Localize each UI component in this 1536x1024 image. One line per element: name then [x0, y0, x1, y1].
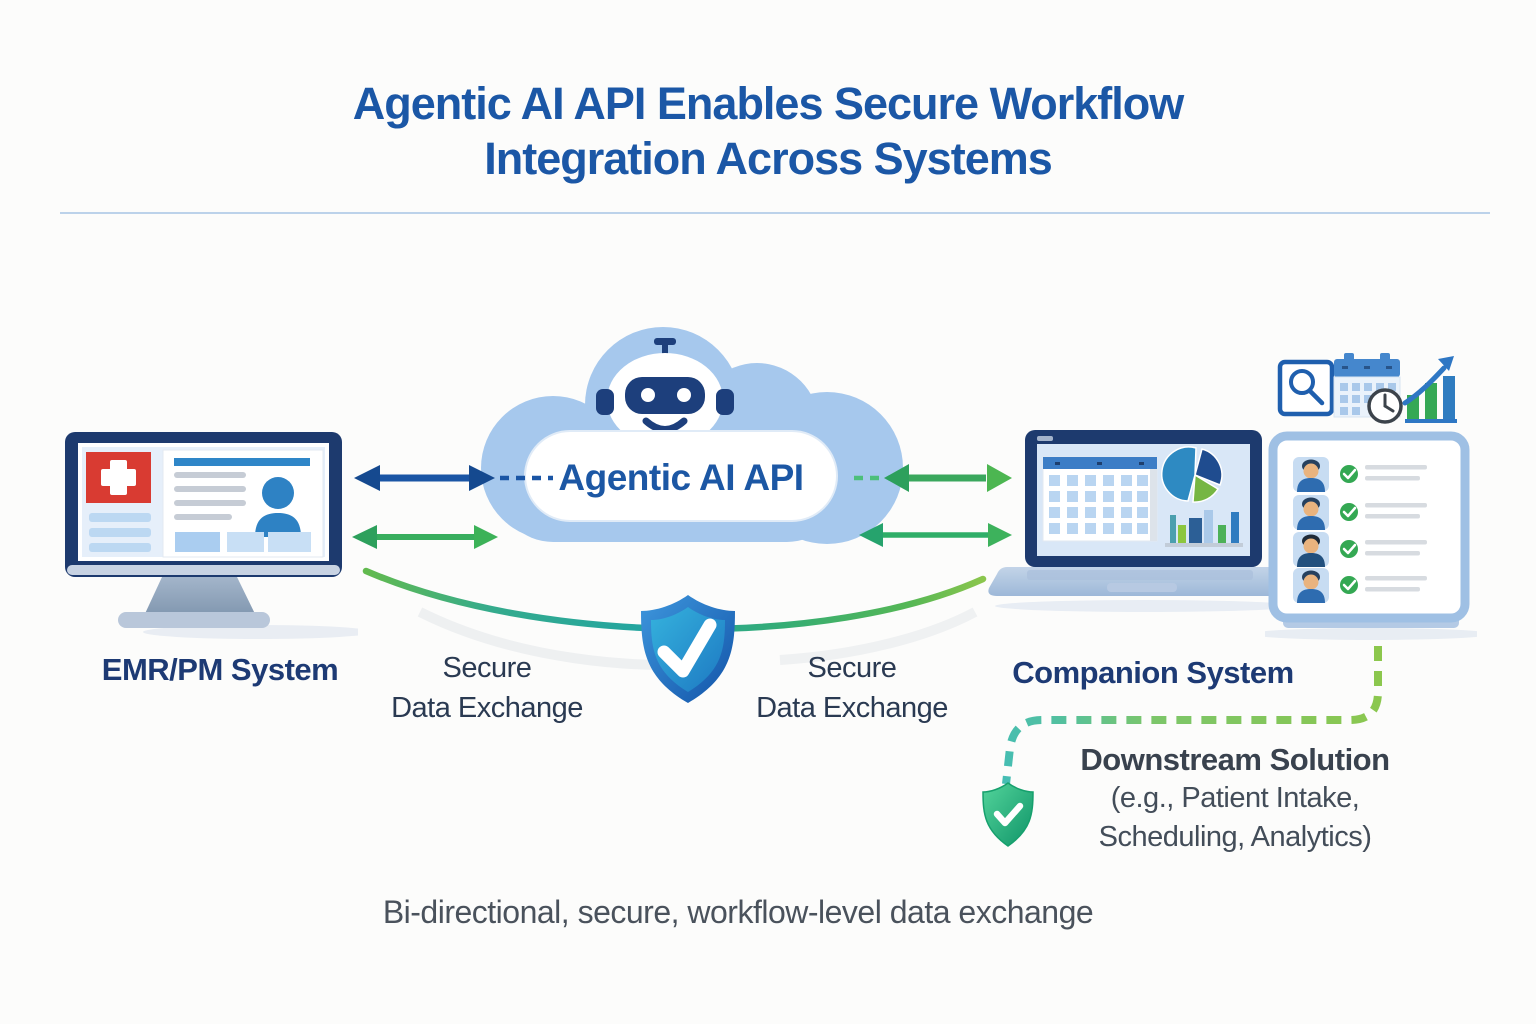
monitor-stand: [143, 577, 257, 618]
agentic-cloud: [481, 327, 903, 544]
secure-right-line2: Data Exchange: [756, 692, 948, 724]
page-title: Agentic AI API Enables Secure Workflow I…: [0, 76, 1536, 186]
calendar-grid-icon: [1042, 456, 1158, 542]
robot-ear-right: [716, 389, 734, 415]
downstream-title: Downstream Solution: [1080, 742, 1390, 777]
downstream-dashed-route: [1002, 646, 1382, 785]
checkmark: [993, 802, 1024, 827]
downstream-line2: (e.g., Patient Intake,: [1110, 782, 1360, 814]
robot-smile: [642, 417, 688, 433]
title-line-2: Integration Across Systems: [484, 133, 1053, 184]
bidirectional-arrow-icon-blue: [354, 465, 553, 491]
emr-monitor-illustration: [65, 432, 358, 639]
companion-tablet-illustration: [1265, 431, 1477, 640]
checklist-row: [1293, 532, 1427, 567]
title-line-1: Agentic AI API Enables Secure Workflow: [352, 78, 1185, 129]
laptop-shadow: [995, 600, 1295, 612]
api-node-label: Agentic AI API: [558, 457, 804, 498]
tablet-shadow: [1265, 628, 1477, 640]
laptop-keyboard: [1027, 570, 1253, 580]
monitor-base: [118, 612, 270, 628]
secure-exchange-label-left: Secure Data Exchange: [377, 648, 597, 728]
secure-left-line1: Secure: [442, 652, 532, 684]
downstream-line3: Scheduling, Analytics): [1098, 821, 1372, 853]
check-circle-icon: [1338, 501, 1360, 523]
robot-visor: [625, 377, 705, 414]
medical-cross-icon: [86, 452, 151, 503]
check-circle-icon: [1338, 574, 1360, 596]
title-divider: [60, 212, 1490, 214]
checklist-row: [1293, 495, 1427, 530]
sidebar-bar: [89, 513, 151, 522]
shield-outer: [982, 782, 1034, 847]
monitor-shadow: [143, 625, 358, 639]
secure-left-line2: Data Exchange: [391, 692, 583, 724]
secure-right-line1: Secure: [807, 652, 897, 684]
sidebar-bar: [89, 543, 151, 552]
growth-chart-icon: [1402, 356, 1457, 423]
shield-check-icon: [641, 595, 735, 703]
companion-node-label: Companion System: [1012, 655, 1294, 690]
downstream-solution-label: Downstream Solution (e.g., Patient Intak…: [1035, 740, 1435, 857]
search-icon: [1277, 359, 1335, 417]
monitor-chin: [67, 565, 340, 575]
bidirectional-arrow-icon-green-right-top: [854, 464, 1012, 492]
companion-laptop-illustration: [988, 430, 1295, 612]
laptop-camera: [1037, 436, 1053, 441]
curve-shadow: [779, 607, 978, 665]
checklist-row: [1293, 457, 1427, 492]
shield-check-green-icon: [982, 782, 1034, 847]
check-circle-icon: [1338, 538, 1360, 560]
check-circle-icon: [1338, 463, 1360, 485]
bar-chart-icon: [1165, 510, 1243, 547]
checklist-row: [1293, 568, 1427, 603]
laptop-touchpad: [1107, 583, 1177, 592]
patient-record-card: [162, 449, 324, 558]
sidebar-bar: [89, 528, 151, 537]
robot-eye: [641, 388, 655, 402]
robot-eye: [677, 388, 691, 402]
emr-node-label: EMR/PM System: [101, 652, 339, 687]
patient-avatar-icon: [255, 477, 301, 537]
bottom-caption: Bi-directional, secure, workflow-level d…: [382, 894, 1094, 930]
robot-icon: [596, 338, 734, 447]
mini-icons-row: [1277, 353, 1457, 424]
pie-chart-icon: [1161, 446, 1223, 503]
calendar-clock-icon: [1333, 353, 1403, 424]
checkmark: [657, 618, 717, 678]
secure-exchange-label-right: Secure Data Exchange: [742, 648, 962, 728]
bidirectional-arrow-icon-green-right-bottom: [859, 523, 1012, 547]
bidirectional-arrow-icon-green-left: [352, 525, 498, 549]
robot-ear-left: [596, 389, 614, 415]
